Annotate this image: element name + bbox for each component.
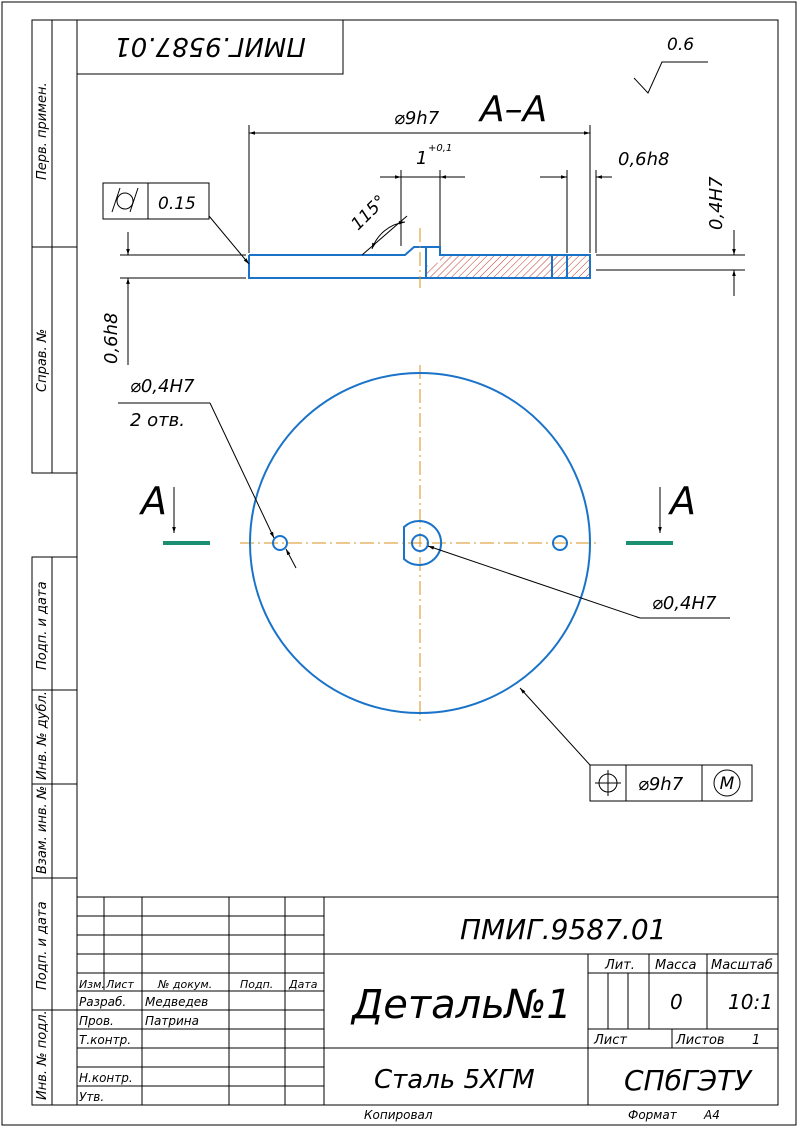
dim-right-vertical: 0,4H7 (706, 176, 727, 230)
hole-left-diameter: ⌀0,4H7 (130, 376, 195, 397)
designation-top-box: ПМИГ.9587.01 (76, 19, 344, 75)
stamp-inv-podl: Инв. № подл. (35, 1010, 50, 1100)
format-value: А4 (703, 1108, 720, 1122)
lit-label: Лит. (604, 958, 635, 973)
name-checker: Патрина (145, 1014, 199, 1028)
stamp-podp-data-1: Подп. и дата (35, 581, 50, 670)
sheet-label: Лист (593, 1033, 627, 1048)
hole-center (411, 534, 429, 552)
position-value: ⌀9h7 (638, 774, 684, 795)
hdr-date: Дата (288, 978, 318, 991)
hole-left (272, 535, 288, 551)
designation-mirrored: ПМИГ.9587.01 (114, 31, 306, 61)
section-marker-right: А (667, 479, 696, 523)
position-modifier: M (720, 774, 735, 794)
hole-left-count: 2 отв. (130, 410, 185, 431)
section-view: ⌀9h7 1 +0,1 0,6h8 0,4H7 0,6h8 115° 0.15 (101, 108, 745, 365)
dim-right-thickness: 0,6h8 (618, 149, 670, 170)
hdr-list: Лист (105, 978, 134, 991)
roughness-value: 0.6 (667, 35, 694, 55)
stamp-podp-data-2: Подп. и дата (35, 901, 50, 990)
stamp-vzam-inv: Взам. инв. № (35, 786, 50, 874)
mmc-modifier-icon (713, 769, 741, 797)
material: Сталь 5ХГМ (374, 1065, 535, 1095)
part-name: Деталь№1 (350, 982, 572, 1028)
hole-right (552, 535, 568, 551)
side-stamps: Перв. примен. Справ. № Подп. и дата Инв.… (31, 19, 78, 1106)
scale-value: 10:1 (728, 990, 773, 1014)
role-norm-control: Н.контр. (79, 1071, 133, 1085)
title-block: Изм. Лист № докум. Подп. Дата Разраб. Ме… (77, 896, 778, 1122)
sheets-value: 1 (752, 1033, 760, 1048)
dim-left-thickness: 0,6h8 (101, 313, 122, 365)
dim-step-width: 1 (416, 148, 427, 169)
hdr-sign: Подп. (240, 978, 273, 991)
hole-center-diameter: ⌀0,4H7 (652, 593, 717, 614)
scale-label: Масштаб (711, 958, 773, 973)
hdr-izm: Изм. (79, 978, 105, 991)
stamp-sprav-no: Справ. № (35, 329, 50, 392)
flatness-tolerance: 0.15 (158, 194, 196, 214)
hdr-doc-no: № докум. (157, 978, 212, 991)
dim-step-tolerance: +0,1 (428, 143, 452, 154)
role-developer: Разраб. (79, 995, 126, 1009)
organization: СПбГЭТУ (624, 1064, 753, 1097)
disc-outline (249, 372, 591, 714)
title-designation: ПМИГ.9587.01 (460, 913, 666, 946)
dim-outer-diameter: ⌀9h7 (394, 108, 440, 129)
copied-label: Копировал (364, 1108, 433, 1122)
sheets-label: Листов (675, 1033, 725, 1048)
plan-view: А А ⌀0,4H7 2 отв. ⌀0,4H7 ⌀9h7 M (118, 365, 753, 802)
role-checker: Пров. (79, 1014, 114, 1028)
dim-chamfer-angle: 115° (347, 191, 390, 234)
format-label: Формат (628, 1108, 678, 1122)
mass-value: 0 (670, 990, 683, 1014)
cylindricity-icon (116, 192, 134, 210)
stamp-inv-dubl: Инв. № дубл. (35, 691, 50, 780)
name-developer: Медведев (145, 995, 208, 1009)
role-approved: Утв. (79, 1090, 104, 1104)
center-recess (403, 520, 443, 566)
section-label: А–А (478, 89, 547, 130)
section-marker-left: А (138, 479, 167, 523)
role-tech-control: Т.контр. (79, 1033, 131, 1047)
stamp-perv-primen: Перв. примен. (35, 82, 50, 180)
mass-label: Масса (655, 958, 696, 973)
roughness-symbol: 0.6 (633, 35, 708, 94)
